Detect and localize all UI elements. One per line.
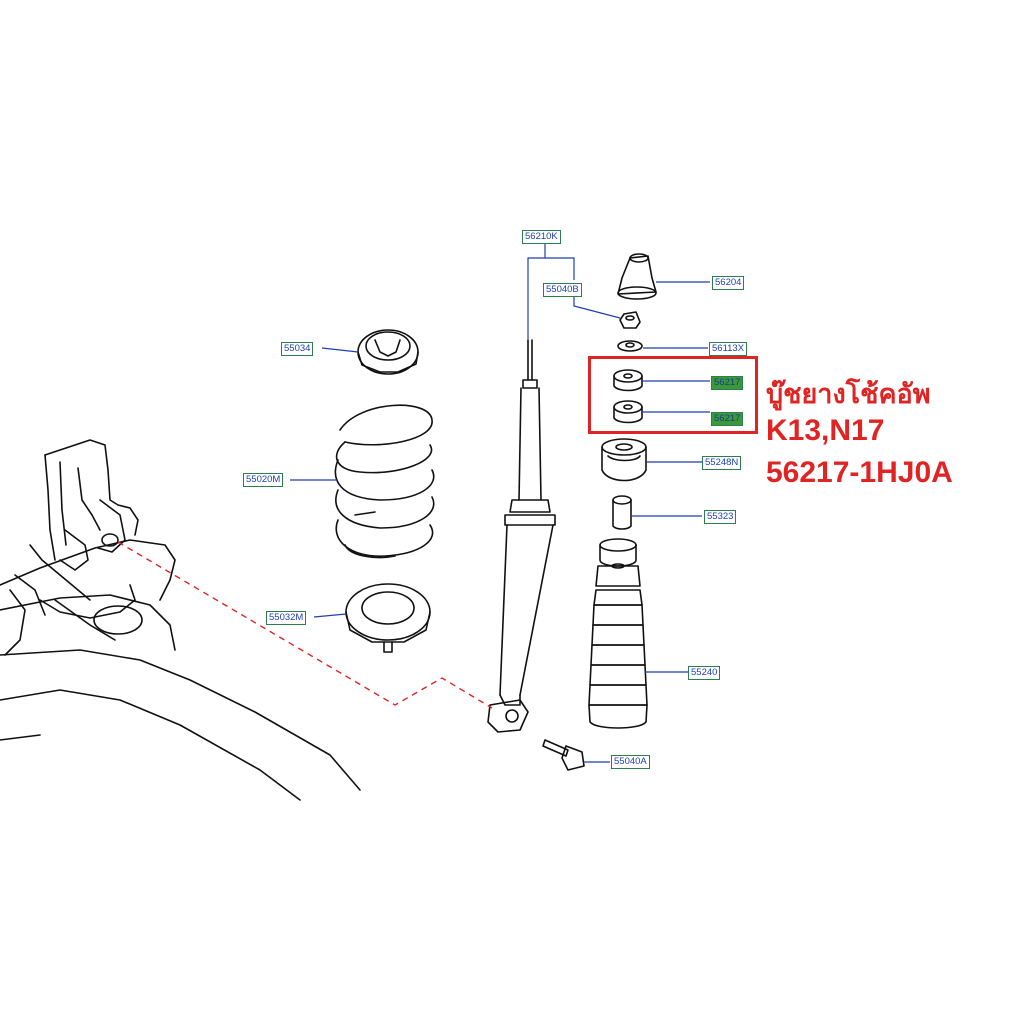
part-label-56217-upper[interactable]: 56217 bbox=[711, 376, 744, 390]
annotation-models: K13,N17 bbox=[766, 414, 885, 447]
bushing-upper-drawing bbox=[613, 369, 643, 392]
part-label-55034[interactable]: 55034 bbox=[281, 342, 314, 356]
part-label-55240[interactable]: 55240 bbox=[688, 666, 721, 680]
bushing-lower-drawing bbox=[613, 400, 643, 424]
bump-stop-drawing bbox=[595, 538, 641, 587]
axle-beam-drawing bbox=[0, 439, 361, 801]
washer-drawing bbox=[617, 340, 643, 352]
mount-insulator-drawing bbox=[601, 438, 647, 482]
highlight-box bbox=[588, 356, 758, 434]
annotation-part-number: 56217-1HJ0A bbox=[766, 456, 953, 489]
part-label-55020M[interactable]: 55020M bbox=[243, 473, 284, 487]
dust-boot-drawing bbox=[588, 589, 648, 729]
part-label-55032M[interactable]: 55032M bbox=[266, 611, 307, 625]
lower-spring-seat-drawing bbox=[345, 583, 431, 653]
part-label-55248N[interactable]: 55248N bbox=[702, 456, 742, 470]
assembly-dashed-line bbox=[117, 541, 493, 709]
nut-drawing bbox=[619, 311, 641, 329]
part-label-56210K[interactable]: 56210K bbox=[522, 230, 561, 244]
part-label-56113X[interactable]: 56113X bbox=[709, 342, 748, 356]
part-label-56204[interactable]: 56204 bbox=[712, 276, 745, 290]
dust-cap-drawing bbox=[617, 253, 657, 300]
sleeve-drawing bbox=[612, 495, 632, 530]
annotation-part-name: บู๊ชยางโช้คอัพ bbox=[766, 379, 931, 409]
upper-spring-seat-drawing bbox=[357, 329, 419, 375]
leader-lines bbox=[290, 242, 710, 763]
part-label-55323[interactable]: 55323 bbox=[704, 510, 737, 524]
part-label-56217-lower[interactable]: 56217 bbox=[711, 412, 744, 426]
part-label-55040A[interactable]: 55040A bbox=[611, 755, 650, 769]
coil-spring-drawing bbox=[334, 404, 435, 559]
part-label-55040B[interactable]: 55040B bbox=[543, 283, 582, 297]
bolt-drawing bbox=[542, 739, 585, 771]
shock-absorber-drawing bbox=[487, 339, 556, 733]
